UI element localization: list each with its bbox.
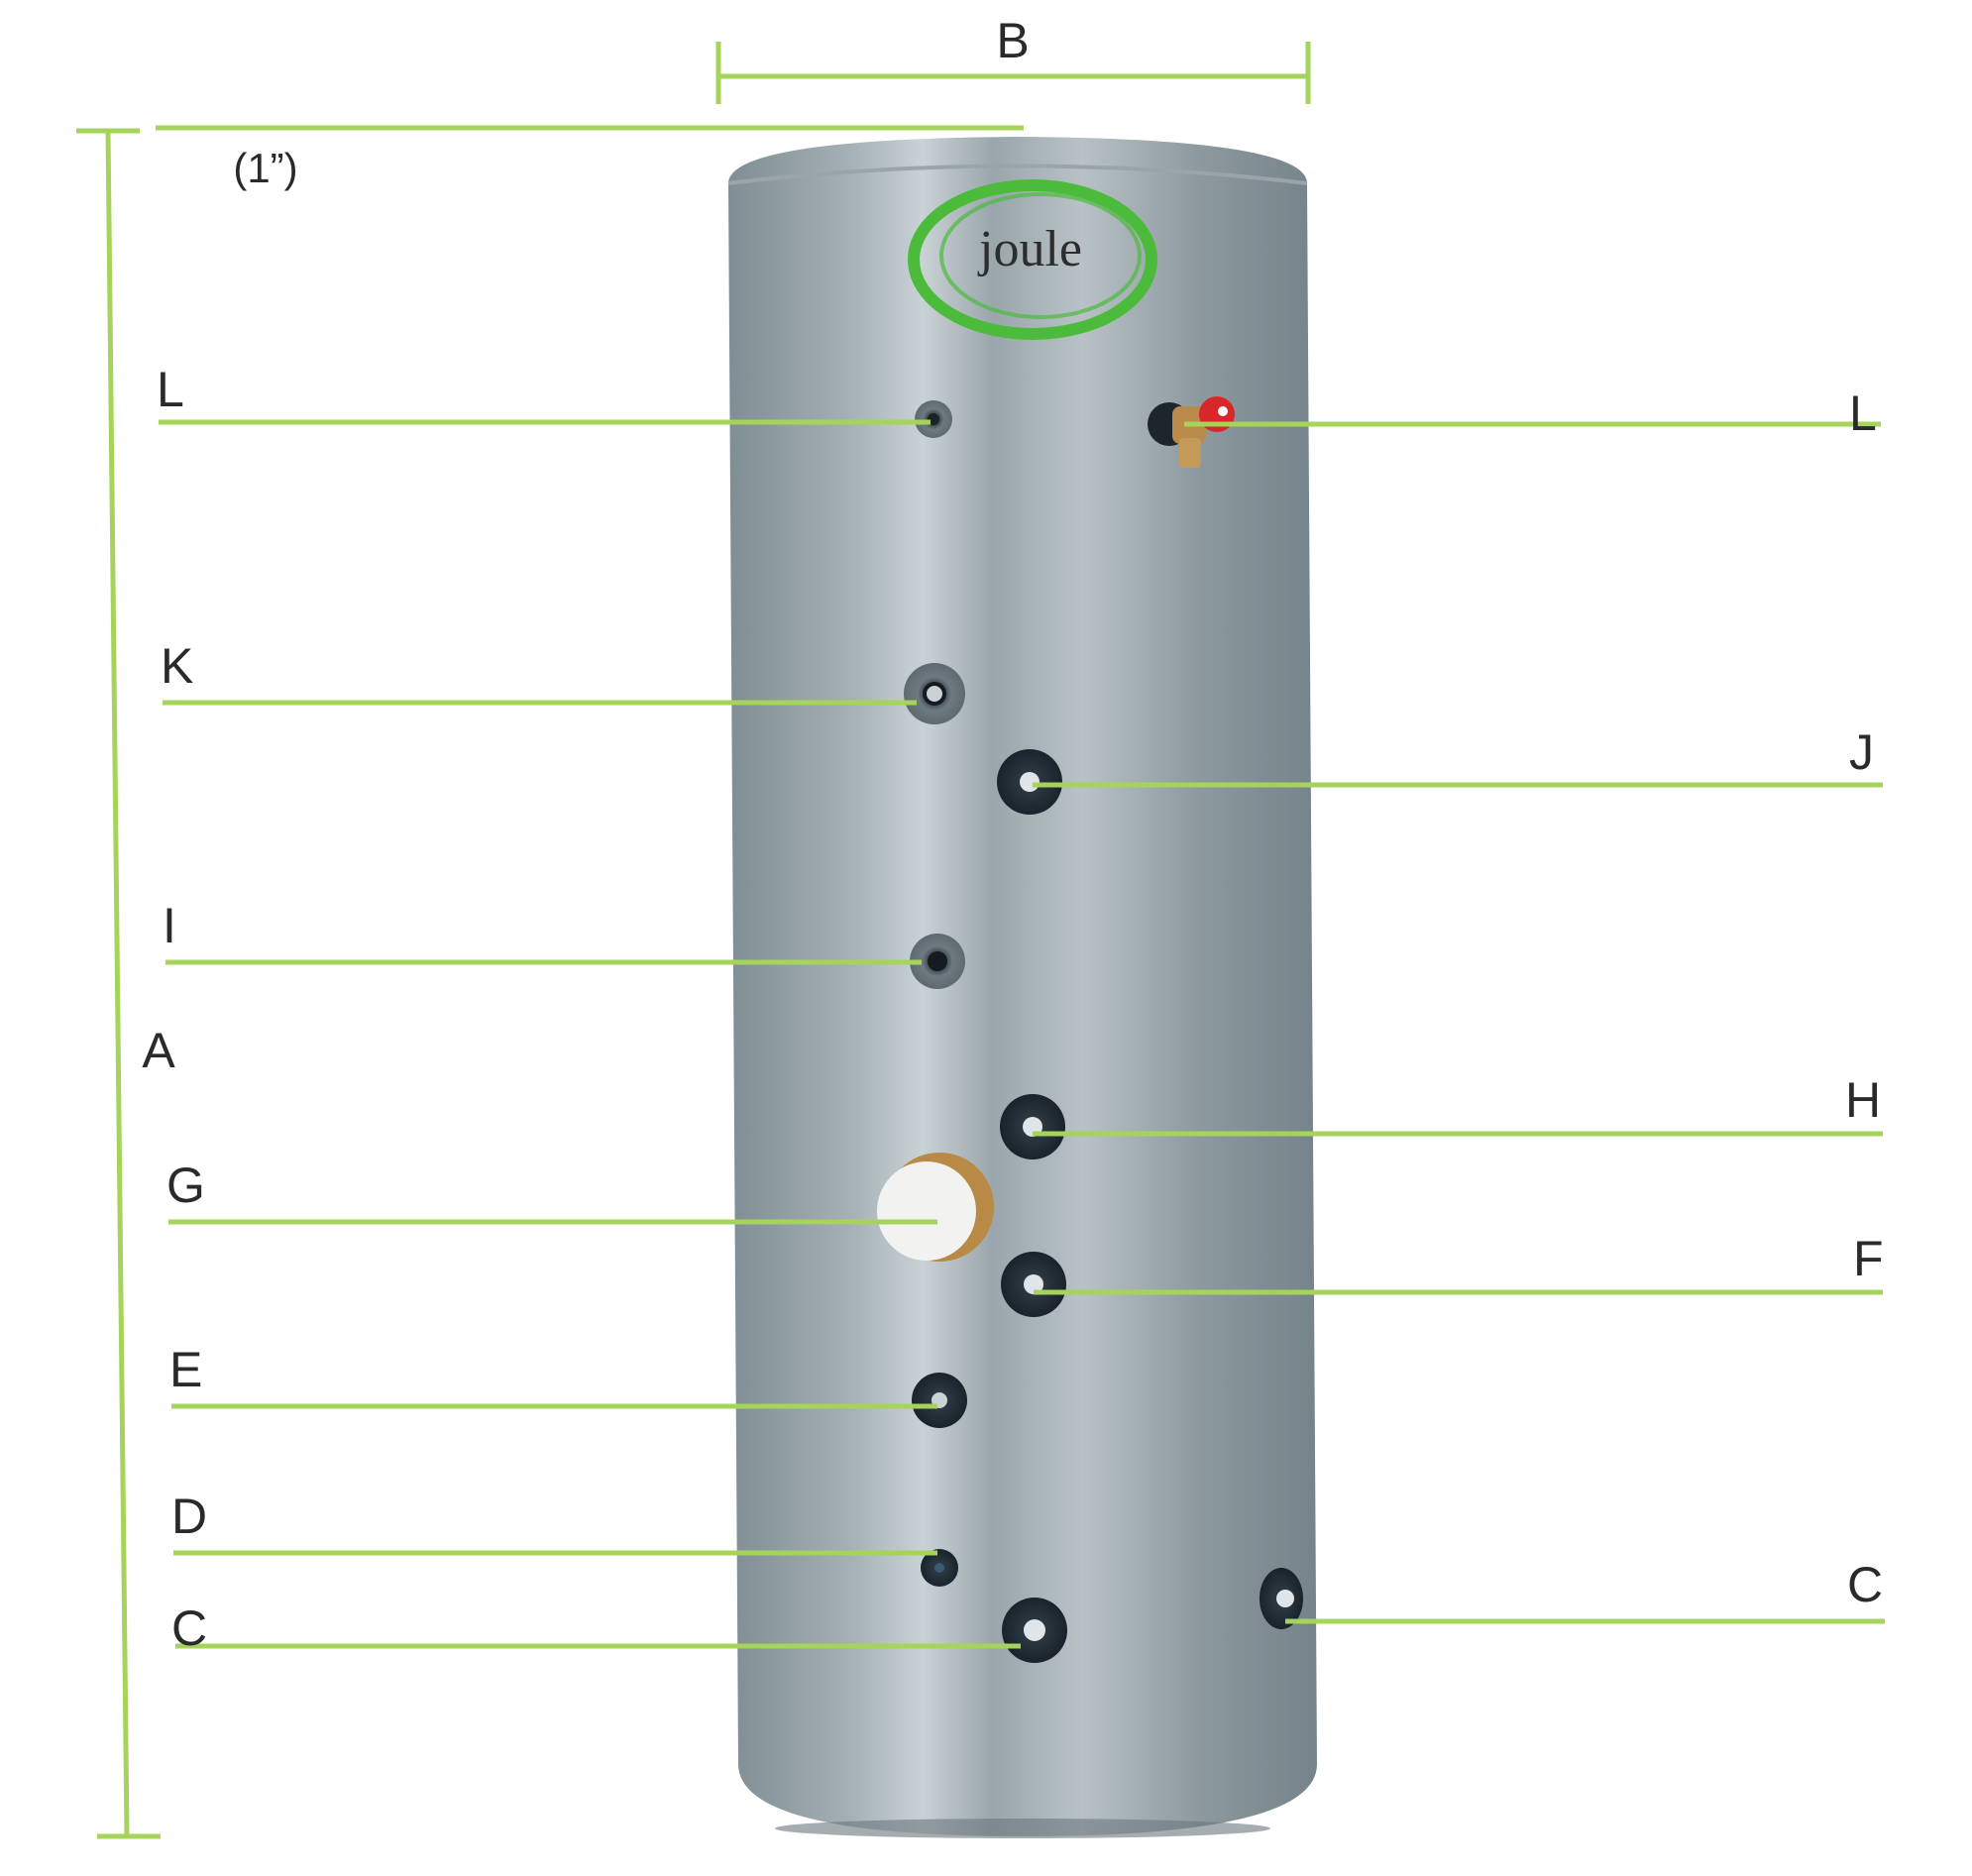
label-b: B: [996, 13, 1029, 68]
label-l-left: L: [157, 362, 184, 417]
label-e: E: [169, 1342, 202, 1397]
right-leaders: L J H F C: [1033, 386, 1885, 1624]
label-c-left: C: [171, 1600, 207, 1656]
label-d: D: [171, 1489, 207, 1544]
label-j: J: [1849, 724, 1874, 780]
port-d: [921, 1549, 958, 1587]
immersion-heater-g: [877, 1153, 994, 1262]
svg-text:joule: joule: [977, 221, 1082, 277]
hot-water-cylinder: [727, 137, 1317, 1838]
label-k: K: [161, 638, 193, 694]
port-c-front: [1002, 1598, 1067, 1663]
label-c-right: C: [1847, 1557, 1883, 1612]
port-k: [904, 663, 965, 724]
label-f: F: [1853, 1231, 1884, 1286]
port-f: [1001, 1252, 1066, 1317]
port-h: [1000, 1094, 1065, 1159]
label-l-right: L: [1849, 386, 1877, 441]
port-i: [910, 934, 965, 989]
label-a: A: [142, 1023, 175, 1078]
port-e: [912, 1373, 967, 1428]
port-c-side: [1260, 1568, 1303, 1629]
left-leaders: L K I G E D C: [157, 362, 1021, 1656]
label-top-note: (1”): [233, 145, 297, 191]
port-l-left: [915, 400, 952, 438]
port-j: [997, 749, 1062, 815]
label-h: H: [1845, 1072, 1881, 1128]
label-i: I: [163, 898, 176, 953]
dimension-b: B: [715, 13, 1311, 104]
label-g: G: [166, 1158, 205, 1213]
relief-valve-l-right: [1148, 396, 1235, 468]
joule-logo: joule: [908, 179, 1157, 340]
dimension-a: A (1”): [76, 125, 1024, 1839]
